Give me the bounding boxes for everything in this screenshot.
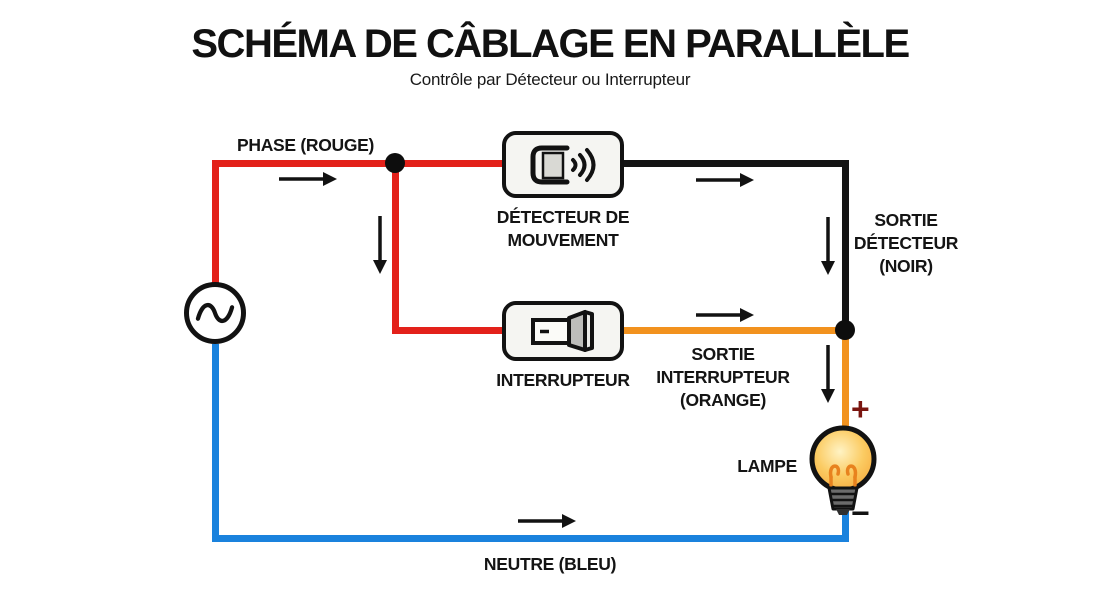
lamp-minus-sign: − <box>851 495 870 531</box>
page-title: SCHÉMA DE CÂBLAGE EN PARALLÈLE <box>191 22 910 66</box>
phase-wire-left-vertical <box>212 160 219 286</box>
arrow-down-icon <box>820 345 836 403</box>
phase-wire-label: PHASE (ROUGE) <box>237 135 375 155</box>
switch-output-wire-vertical <box>842 327 849 430</box>
junction-dot-outputs <box>835 320 855 340</box>
rocker-switch-icon <box>527 309 599 353</box>
motion-detector-box <box>502 131 624 198</box>
phase-wire-branch-vertical <box>392 160 399 332</box>
detector-output-wire-vertical <box>842 160 849 332</box>
arrow-right-icon <box>696 172 754 188</box>
page-subtitle: Contrôle par Détecteur ou Interrupteur <box>409 70 691 89</box>
phase-wire-to-switch <box>392 327 507 334</box>
detector-output-wire-horizontal <box>620 160 849 167</box>
arrow-right-icon <box>696 307 754 323</box>
arrow-right-icon <box>518 513 576 529</box>
switch-label: INTERRUPTEUR <box>496 370 630 390</box>
neutral-wire-left-vertical <box>212 344 219 542</box>
lamp-plus-sign: + <box>851 391 870 427</box>
switch-output-label: SORTIE INTERRUPTEUR (ORANGE) <box>656 344 790 410</box>
arrow-down-icon <box>372 216 388 274</box>
motion-detector-label: DÉTECTEUR DE MOUVEMENT <box>496 207 630 250</box>
light-bulb-icon <box>806 421 882 519</box>
ac-source <box>184 282 246 344</box>
switch-box <box>502 301 624 361</box>
arrow-down-icon <box>820 217 836 275</box>
neutral-wire-horizontal <box>212 535 849 542</box>
pir-sensor-icon <box>525 142 601 188</box>
neutral-wire-label: NEUTRE (BLEU) <box>483 554 617 574</box>
arrow-right-icon <box>279 171 337 187</box>
switch-output-wire-horizontal <box>620 327 849 334</box>
phase-wire-horizontal <box>212 160 507 167</box>
lamp-label: LAMPE <box>737 456 797 476</box>
sine-wave-source-icon <box>194 295 236 331</box>
junction-dot-phase <box>385 153 405 173</box>
neutral-wire-right-vertical <box>842 506 849 542</box>
detector-output-label: SORTIE DÉTECTEUR (NOIR) <box>853 210 959 276</box>
